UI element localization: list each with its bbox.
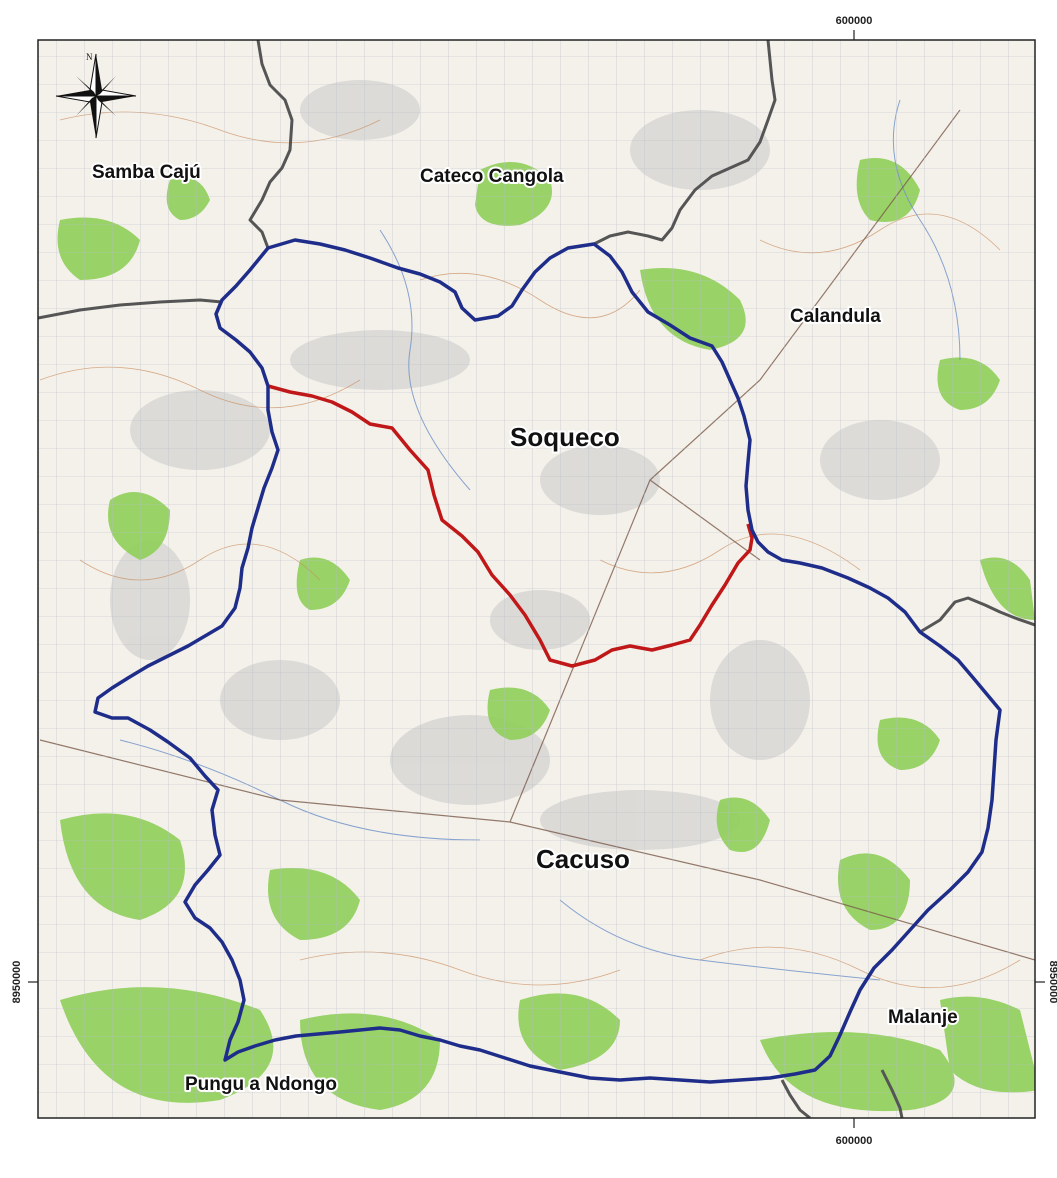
easting-label-bottom: 600000 <box>836 1135 873 1147</box>
label-cacuso: Cacuso <box>536 844 630 874</box>
map-grid <box>38 40 1035 1118</box>
compass-rose-icon: N <box>55 52 137 139</box>
soqueco-subdivision-line <box>267 384 754 668</box>
label-cateco-cangola: Cateco Cangola <box>420 166 564 187</box>
neighbor-boundaries <box>38 40 1035 1118</box>
northing-label-left: 8950000 <box>11 961 23 1004</box>
north-letter: N <box>86 52 93 62</box>
label-pungu-a-ndongo: Pungu a Ndongo <box>185 1074 337 1095</box>
cacuso-municipality-boundary <box>93 238 1002 1084</box>
label-calandula: Calandula <box>790 306 881 327</box>
coordinate-ticks <box>28 30 1045 1128</box>
easting-label-top: 600000 <box>836 15 873 27</box>
label-samba-caju: Samba Cajú <box>92 162 201 183</box>
northing-label-right: 8950000 <box>1047 961 1057 1004</box>
map-frame <box>37 39 1036 1119</box>
label-malanje: Malanje <box>888 1007 958 1028</box>
label-soqueco: Soqueco <box>510 422 620 452</box>
